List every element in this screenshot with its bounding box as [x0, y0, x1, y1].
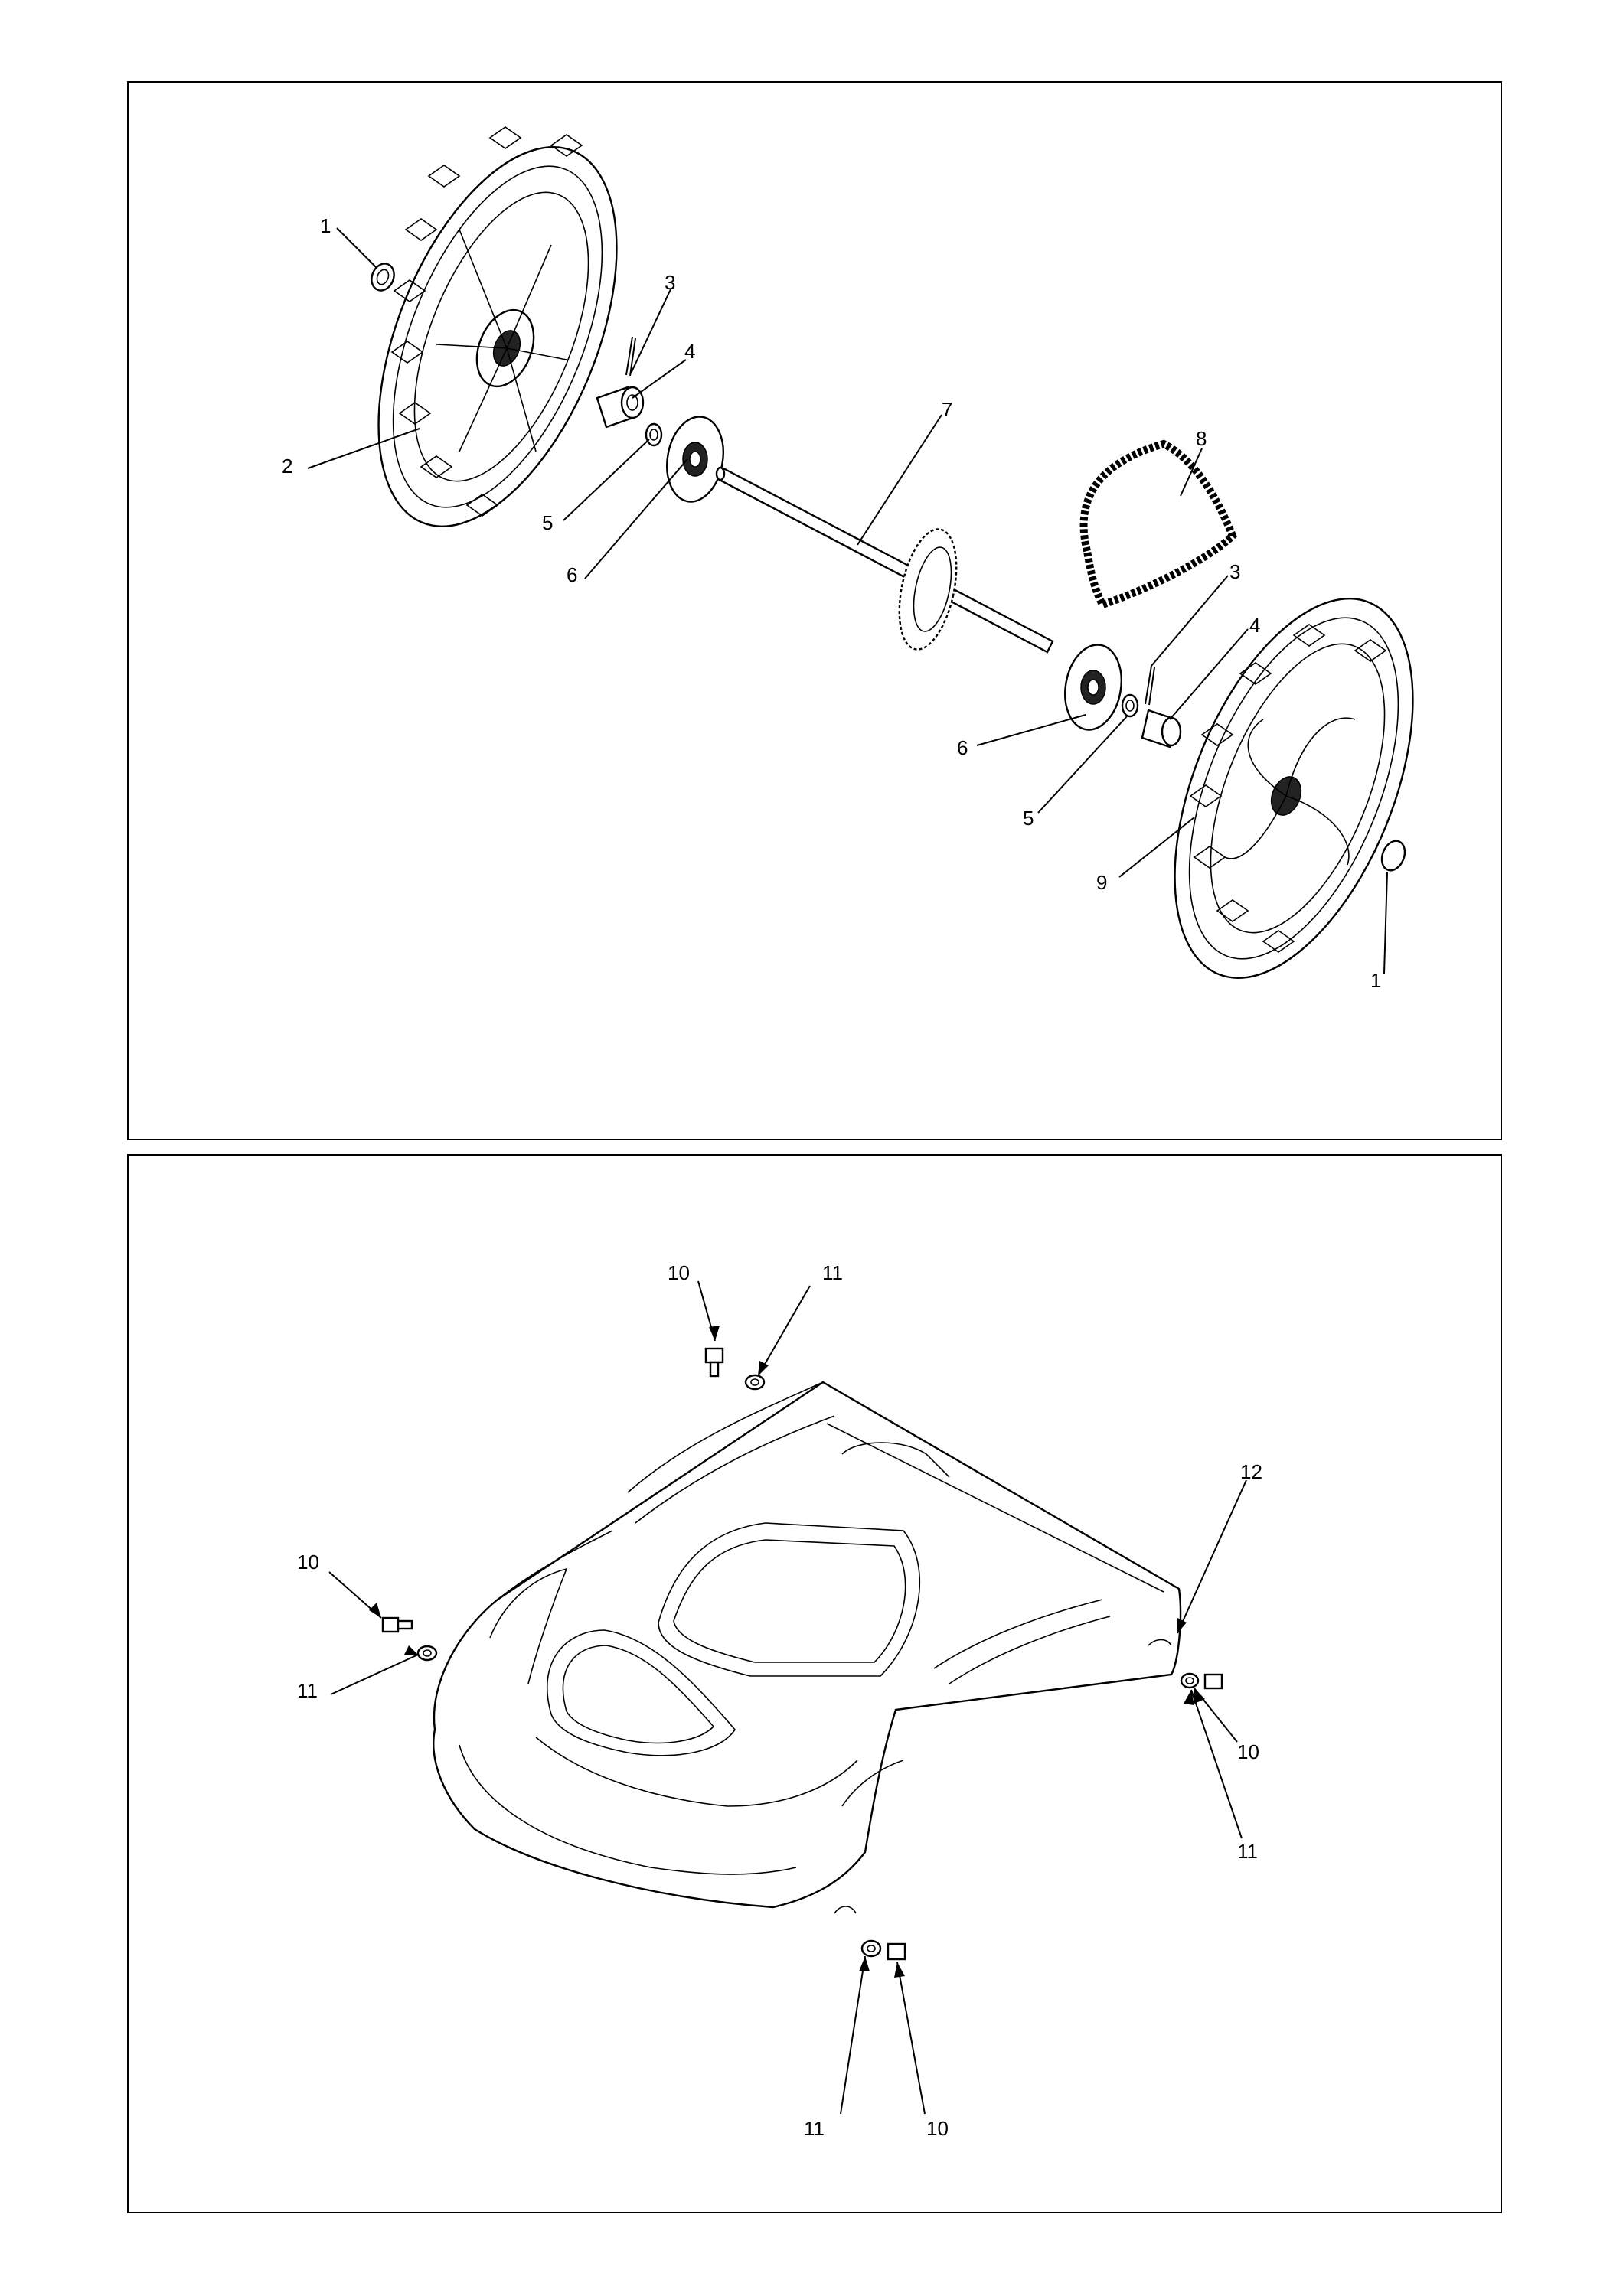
- callout-5-left: 5: [542, 511, 553, 534]
- callout-3-right: 3: [1229, 560, 1240, 583]
- callout-11-right: 11: [1237, 1840, 1258, 1863]
- callout-11-top: 11: [822, 1261, 843, 1284]
- callout-4-left: 4: [684, 340, 695, 363]
- callout-4-right: 4: [1249, 614, 1260, 637]
- left-bearing-flange: [666, 416, 724, 503]
- callout-10-top: 10: [668, 1261, 690, 1284]
- callout-6-left: 6: [567, 563, 577, 586]
- left-wheel: [377, 126, 618, 527]
- bolt-front: [887, 1942, 906, 1961]
- left-bushing: [596, 386, 645, 429]
- body-cover: [433, 1381, 1182, 1914]
- callout-1-right: 1: [1370, 969, 1381, 992]
- callout-11-left: 11: [297, 1679, 318, 1702]
- bottom-leader-arrows: [369, 1326, 1205, 1978]
- left-hub-cap: [371, 263, 395, 292]
- callout-7: 7: [942, 398, 952, 421]
- callout-12: 12: [1240, 1460, 1262, 1483]
- callout-8: 8: [1196, 427, 1207, 450]
- drive-sprocket: [898, 528, 958, 651]
- callout-2: 2: [282, 455, 292, 478]
- drive-chain: [1079, 439, 1237, 610]
- callout-10-front: 10: [926, 2117, 949, 2140]
- right-bearing-flange: [1064, 644, 1122, 731]
- bolt-left: [381, 1616, 413, 1633]
- bottom-panel-callouts: 10 11 12 10 11 10 11 11 10: [297, 1261, 1262, 2140]
- bolt-top: [704, 1347, 724, 1378]
- washer-left: [416, 1645, 438, 1662]
- right-bushing: [1141, 709, 1182, 748]
- callout-10-left: 10: [297, 1551, 319, 1574]
- bolt-right: [1203, 1673, 1223, 1690]
- callout-10-right: 10: [1237, 1740, 1259, 1763]
- left-washer: [645, 422, 663, 447]
- callout-1-left: 1: [320, 214, 331, 237]
- washer-top: [744, 1374, 766, 1391]
- callout-11-front: 11: [804, 2117, 825, 2140]
- left-cotter-pin: [625, 336, 636, 377]
- washer-right: [1180, 1672, 1200, 1689]
- right-hub-cap: [1380, 840, 1406, 872]
- right-washer: [1121, 693, 1139, 718]
- axle-shaft: [715, 466, 1054, 654]
- top-leader-lines: [307, 227, 1388, 974]
- top-panel-callouts: 1 2 3 4 5 6 7 8 3 4 6 5 9 1: [282, 214, 1381, 992]
- callout-5-right: 5: [1023, 807, 1034, 830]
- callout-9: 9: [1096, 871, 1107, 894]
- callout-3-left: 3: [665, 271, 675, 294]
- washer-front: [860, 1939, 882, 1958]
- right-cotter-pin: [1145, 665, 1155, 706]
- callout-6-right: 6: [957, 736, 968, 759]
- right-wheel: [1174, 598, 1414, 979]
